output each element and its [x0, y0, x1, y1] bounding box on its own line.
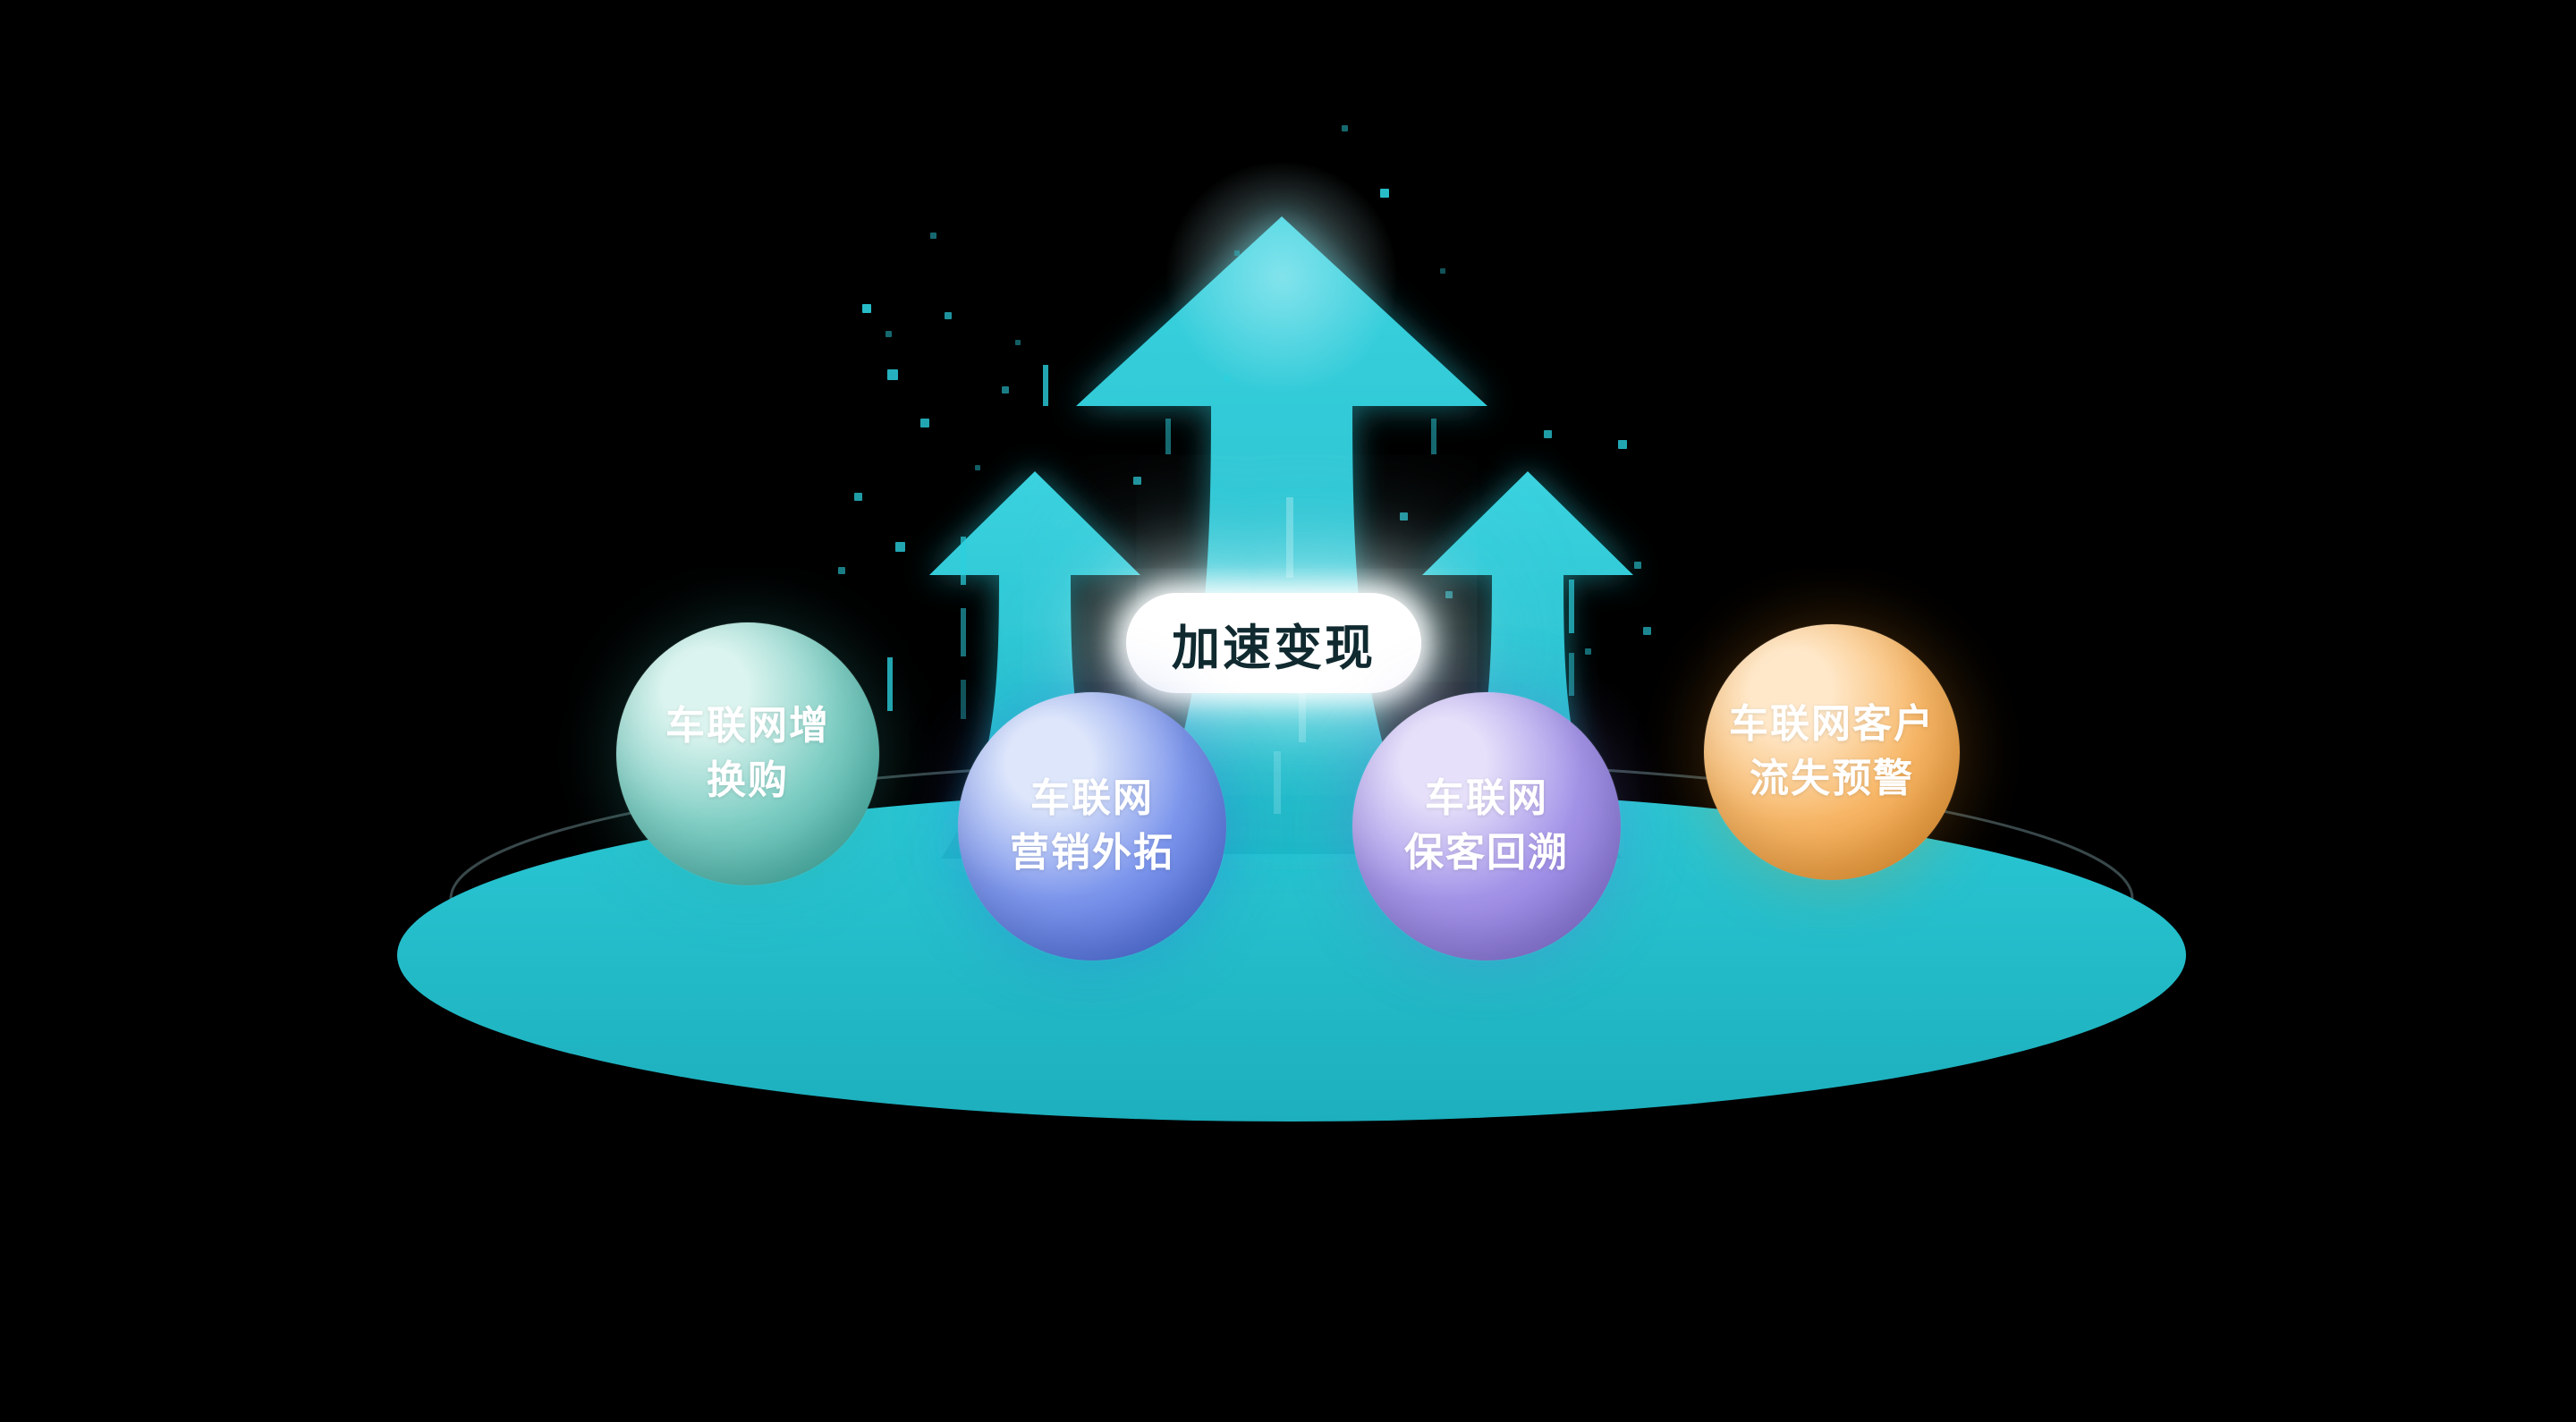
- arrow-tip-glow: [1165, 161, 1398, 394]
- sphere-label-line: 流失预警: [1750, 757, 1914, 800]
- center-label-text: 加速变现: [1172, 621, 1376, 675]
- sphere-label: 车联网 保客回溯: [1404, 775, 1569, 877]
- sphere-label-line: 车联网: [1425, 776, 1548, 821]
- sphere-iov-churn-warning: 车联网客户 流失预警: [1704, 624, 1960, 880]
- sphere-label-line: 车联网增: [665, 704, 830, 749]
- arrow-right: [1422, 471, 1633, 859]
- center-label: 加速变现: [1126, 593, 1421, 693]
- sphere-label-line: 换购: [707, 758, 789, 802]
- sphere-iov-trade-in-upgrade: 车联网增 换购: [616, 622, 879, 885]
- sphere-label: 车联网增 换购: [665, 703, 830, 805]
- sphere-label-line: 营销外拓: [1010, 831, 1174, 875]
- arrow-left: [929, 471, 1140, 859]
- sphere-label-line: 车联网: [1030, 776, 1154, 821]
- platform-ellipse: [397, 789, 2186, 1122]
- sphere-label-line: 保客回溯: [1404, 831, 1569, 875]
- sphere-iov-marketing-expansion: 车联网 营销外拓: [958, 692, 1226, 961]
- sphere-label: 车联网 营销外拓: [1010, 775, 1174, 877]
- arrow-center: [1076, 216, 1487, 854]
- sphere-label-line: 车联网客户: [1729, 702, 1935, 747]
- sphere-iov-customer-retention: 车联网 保客回溯: [1352, 692, 1621, 961]
- sphere-label: 车联网客户 流失预警: [1729, 701, 1935, 803]
